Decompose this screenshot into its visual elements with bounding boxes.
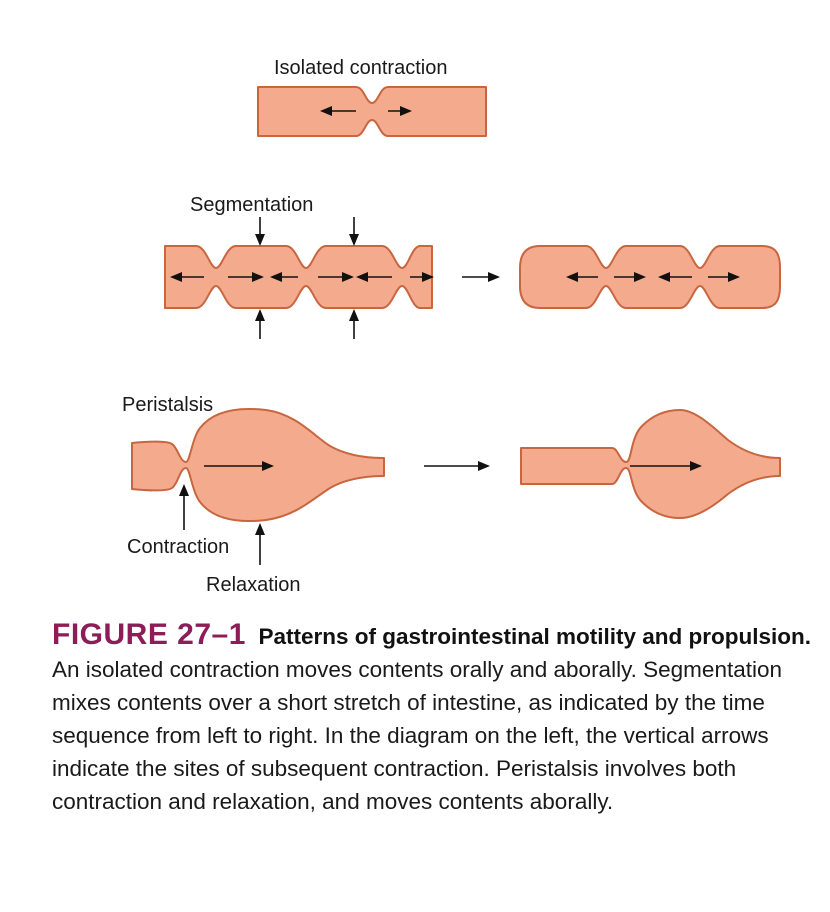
- segmentation-label: Segmentation: [190, 194, 313, 216]
- segmentation-tube-right: [519, 245, 781, 309]
- peristalsis-tube-left: [131, 407, 385, 523]
- figure-title: Patterns of gastrointestinal motility an…: [258, 624, 811, 649]
- contraction-label: Contraction: [127, 536, 229, 558]
- figure-caption: FIGURE 27–1 Patterns of gastrointestinal…: [52, 618, 812, 818]
- relaxation-label: Relaxation: [206, 574, 301, 596]
- peristalsis-label: Peristalsis: [122, 394, 213, 416]
- figure-caption-body: An isolated contraction moves contents o…: [52, 657, 782, 814]
- peristalsis-tube-right: [520, 409, 781, 519]
- motility-diagram: Isolated contraction Segmentation Perist…: [122, 57, 781, 596]
- segmentation-tube-left: [164, 245, 433, 309]
- figure-number: FIGURE 27–1: [52, 618, 246, 651]
- isolated-contraction-tube: [257, 86, 487, 137]
- isolated-contraction-label: Isolated contraction: [274, 57, 447, 79]
